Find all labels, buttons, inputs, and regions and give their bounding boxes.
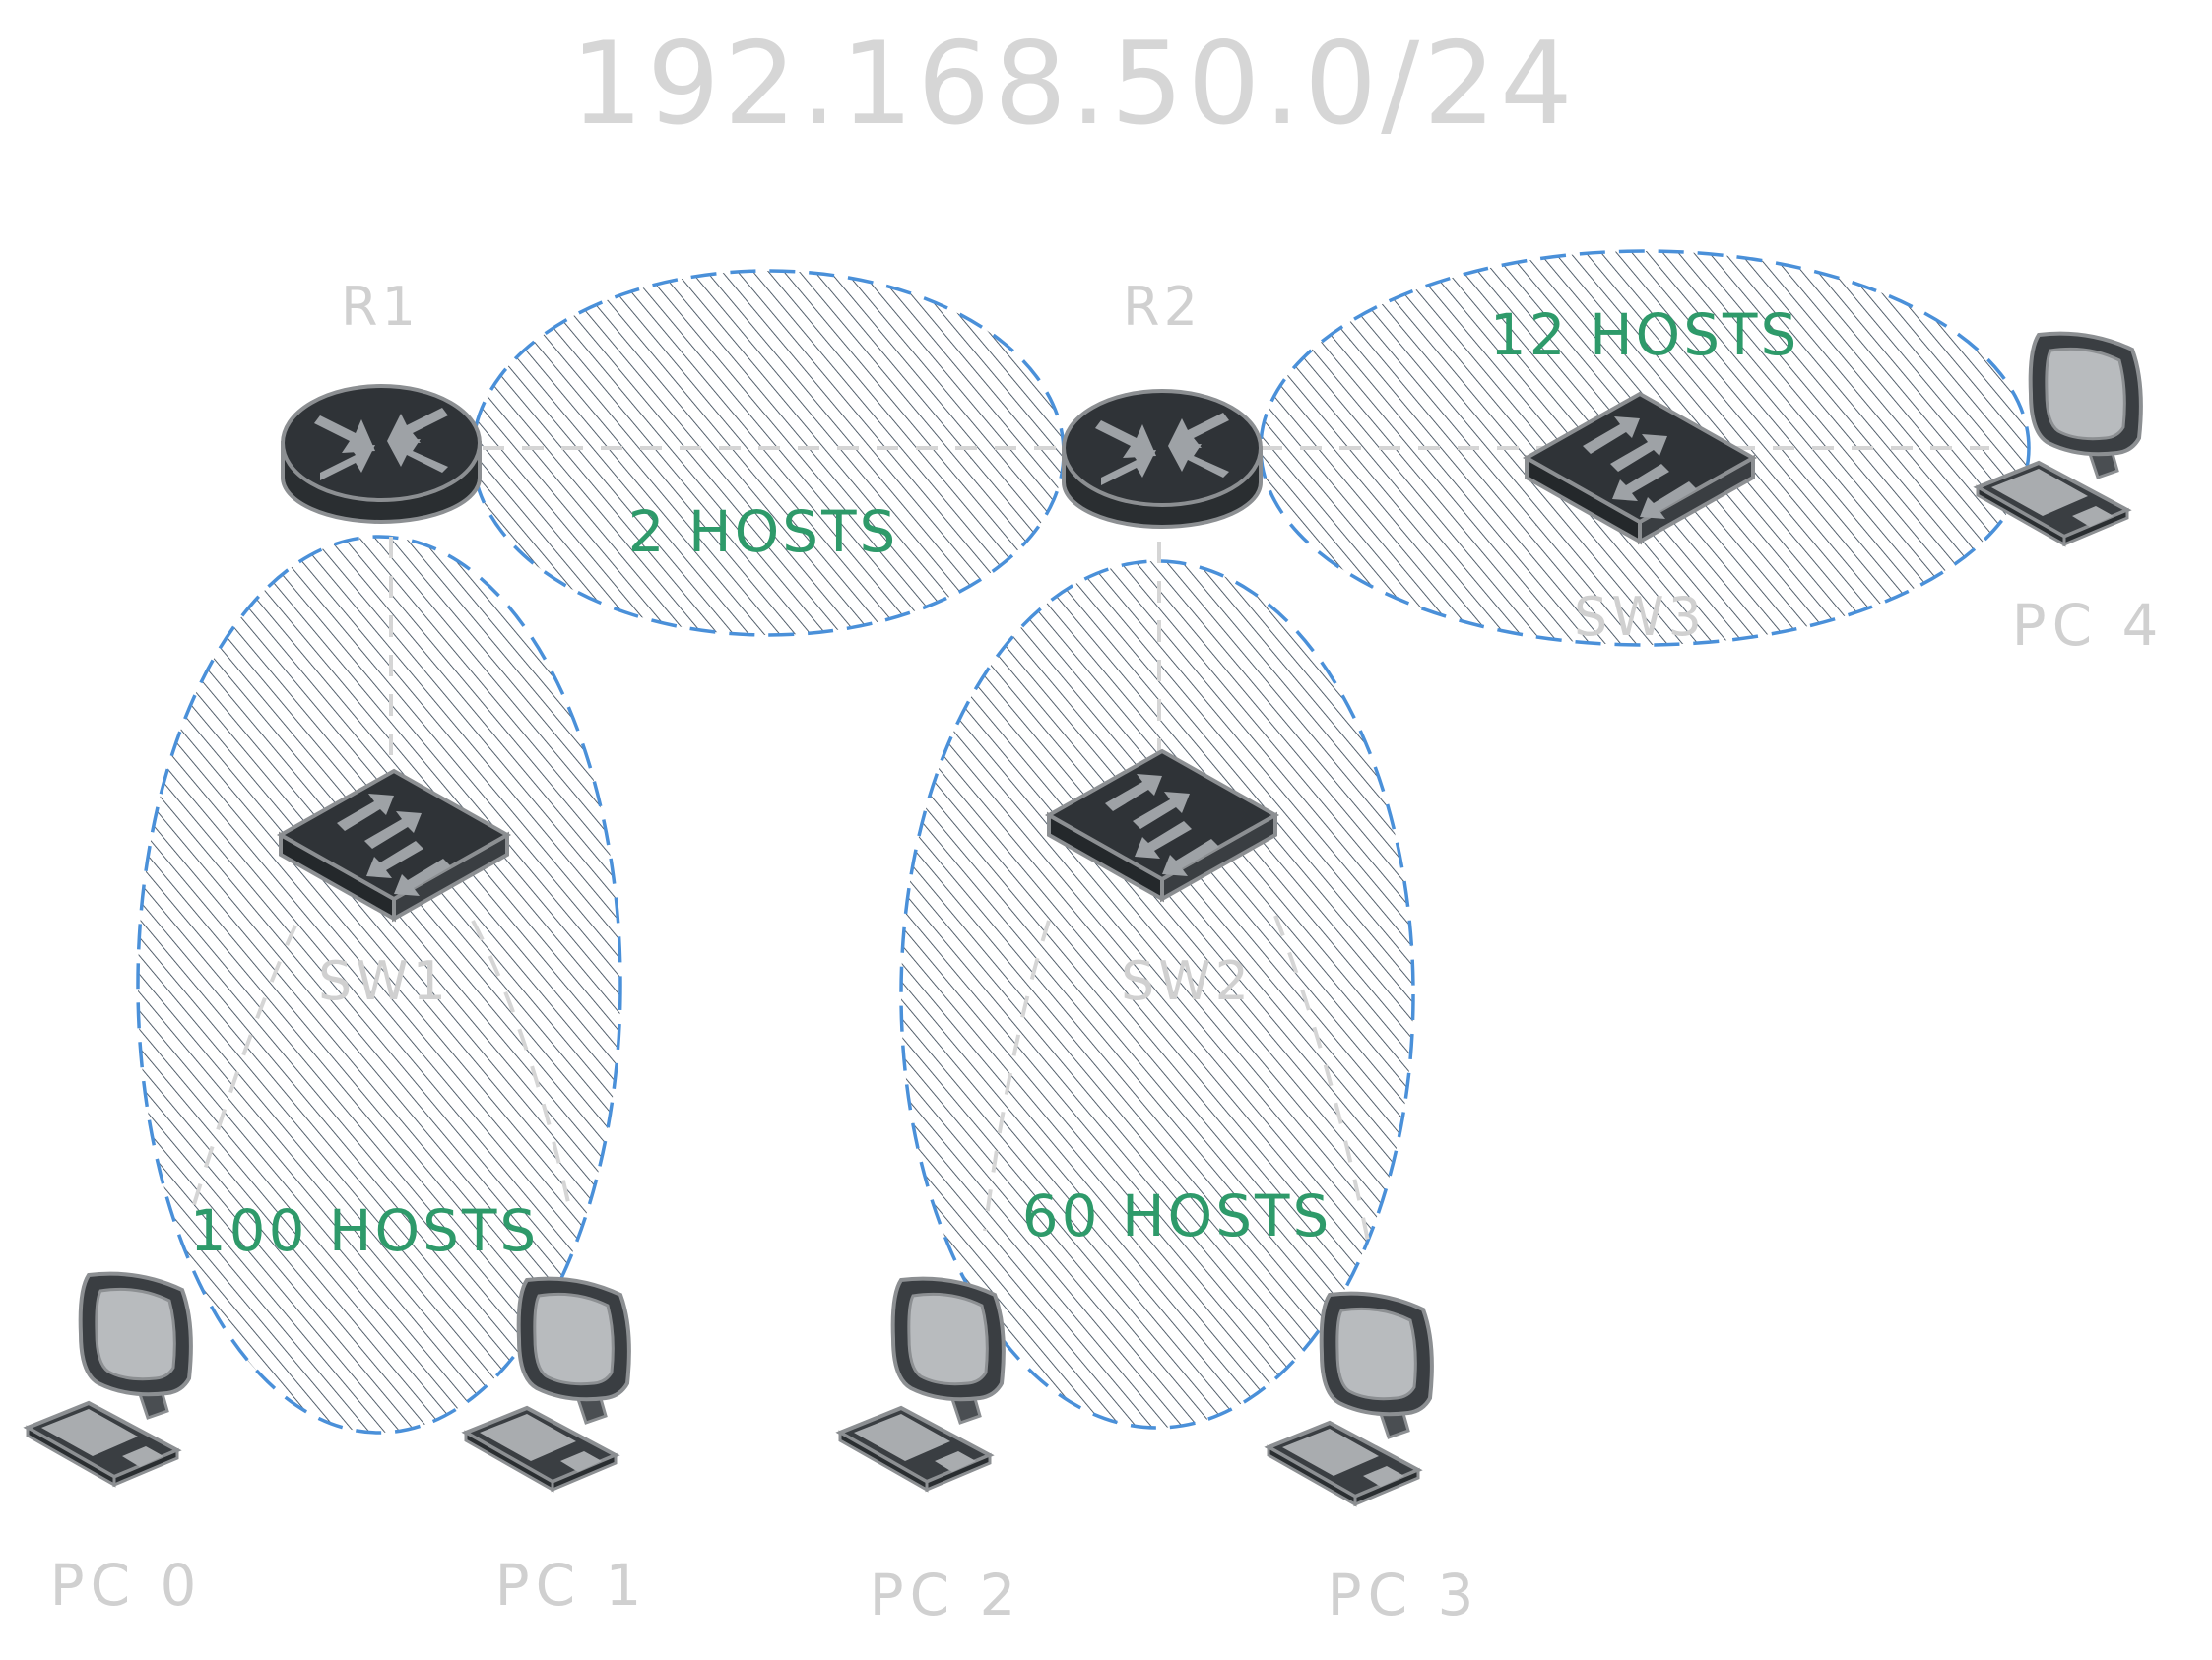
subnet-r1-r2-area — [471, 269, 1066, 637]
pc-label: PC 4 — [2012, 592, 2165, 659]
pc-1[interactable]: PC 1 — [464, 1276, 648, 1619]
pc-2[interactable]: PC 2 — [838, 1276, 1022, 1628]
pc-label: PC 3 — [1328, 1562, 1480, 1628]
hosts-label-sw3: 12 HOSTS — [1490, 301, 1800, 368]
pc-label: PC 2 — [870, 1562, 1022, 1628]
hosts-label-r1-r2: 2 HOSTS — [628, 498, 899, 565]
router-label: R2 — [1123, 276, 1202, 338]
router-icon — [281, 384, 482, 524]
pc-0[interactable]: PC 0 — [26, 1271, 203, 1619]
switch-sw2[interactable]: SW2 — [1047, 749, 1277, 1012]
router-r2[interactable]: R2 — [1062, 276, 1263, 529]
computer-icon — [26, 1271, 193, 1487]
switch-sw3[interactable]: SW3 — [1525, 392, 1755, 648]
computer-icon — [838, 1276, 1006, 1492]
link-sw1-pc0 — [190, 925, 297, 1212]
pc-4[interactable]: PC 4 — [1976, 331, 2165, 659]
pc-label: PC 0 — [50, 1552, 203, 1619]
switch-label: SW3 — [1574, 586, 1706, 648]
router-icon — [1062, 389, 1263, 529]
pc-label: PC 1 — [495, 1552, 648, 1619]
switch-label: SW2 — [1121, 950, 1253, 1012]
hosts-label-sw1: 100 HOSTS — [190, 1197, 539, 1264]
router-label: R1 — [341, 276, 420, 338]
switch-sw1[interactable]: SW1 — [279, 769, 509, 1012]
subnet-sw2-area — [899, 559, 1415, 1430]
switch-label: SW1 — [318, 950, 450, 1012]
subnet-areas — [136, 249, 2031, 1435]
router-r1[interactable]: R1 — [281, 276, 482, 524]
link-sw2-pc3 — [1273, 915, 1371, 1246]
hosts-label-sw2: 60 HOSTS — [1022, 1182, 1333, 1249]
pc-3[interactable]: PC 3 — [1267, 1291, 1480, 1628]
subnet-sw1-area — [136, 535, 622, 1435]
network-title: 192.168.50.0/24 — [570, 18, 1577, 151]
